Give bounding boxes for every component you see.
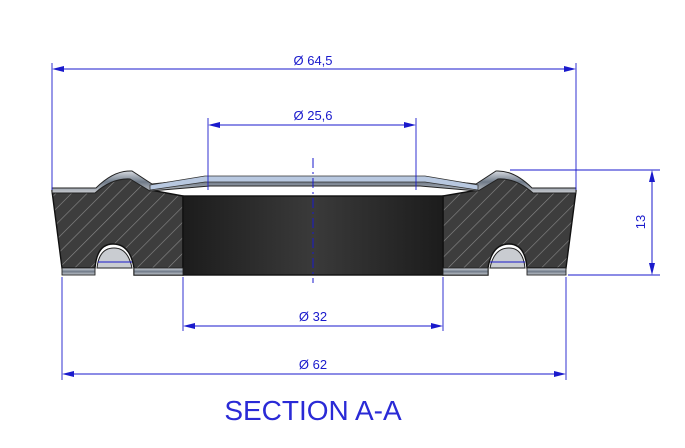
left-bottom-strip <box>61 267 96 276</box>
right-pocket <box>489 247 526 269</box>
dim-bore: Ø 32 <box>299 309 327 324</box>
dim-inner-top: Ø 25,6 <box>293 108 332 123</box>
dim-outer-bottom: Ø 62 <box>299 357 327 372</box>
right-bottom-strip <box>442 267 489 276</box>
left-pocket <box>96 247 133 269</box>
left-bottom-strip-2 <box>133 267 184 276</box>
section-title: SECTION A-A <box>224 395 402 426</box>
cap-inner-surface <box>149 175 479 191</box>
dim-height: 13 <box>633 215 648 229</box>
dim-outer-top: Ø 64,5 <box>293 53 332 68</box>
right-bottom-strip-2 <box>526 267 567 276</box>
